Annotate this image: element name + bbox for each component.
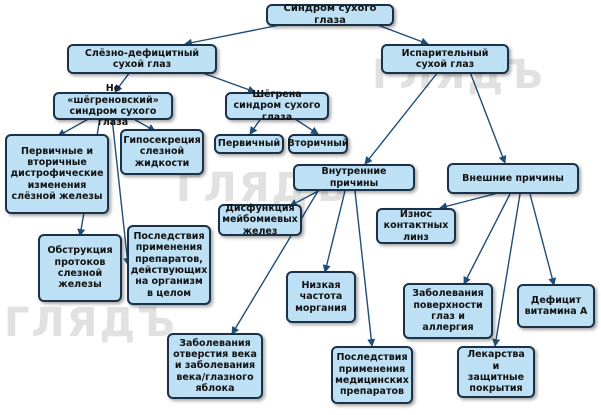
edge-external-lens — [439, 192, 499, 211]
edge-internal-meddrugs — [354, 190, 376, 347]
edge-evap-external — [469, 71, 507, 164]
node-medical-drugs: Последствия применения медицинских препа… — [331, 346, 413, 404]
node-non-sjogren: Не «шёгреновский» синдром сухого глаза — [53, 83, 173, 128]
node-surface-allergy: Заболевания поверхности глаз и аллергия — [403, 283, 493, 339]
edge-root-tear-deficient — [184, 23, 286, 47]
node-secondary: Вторичный — [287, 134, 349, 154]
node-evaporative: Испарительный сухой глаз — [381, 44, 509, 74]
node-root: Синдром сухого глаза — [266, 3, 394, 26]
node-meibomian: Дисфункция мейбомиевых желез — [218, 203, 302, 237]
node-eyelid-diseases: Заболевания отверстия века и заболевания… — [167, 333, 263, 399]
edge-nonsjogren-drugs — [111, 117, 132, 266]
node-external: Внешние причины — [447, 163, 579, 194]
edge-nonsjogren-dystrophy — [57, 116, 93, 137]
edge-tear-sjogren — [199, 71, 256, 94]
node-gland-dystrophy: Первичные и вторичные дистрофические изм… — [5, 134, 109, 214]
edge-internal-eyelid — [231, 190, 319, 335]
edge-internal-lowblink — [322, 190, 346, 273]
node-drug-effects: Последствия применения препаратов, дейст… — [127, 225, 211, 305]
edge-evap-internal — [364, 71, 439, 165]
edge-external-vitamin — [529, 193, 557, 286]
edge-internal-meibomian — [289, 188, 323, 207]
node-hyposecretion: Гипосекреция слезной жидкости — [120, 129, 204, 175]
node-duct-obstruction: Обструкция протоков слезной железы — [38, 234, 122, 302]
node-tear-deficient: Слёзно-дефицитный сухой глаз — [67, 44, 217, 74]
node-vitamin-a: Дефицит витамина А — [517, 284, 595, 328]
edge-root-evaporative — [374, 23, 429, 46]
edge-external-surface — [463, 193, 511, 285]
node-primary: Первичный — [214, 134, 284, 154]
node-low-blink: Низкая частота моргания — [286, 271, 356, 323]
node-internal: Внутренние причины — [293, 164, 415, 191]
node-drops-covers: Лекарства и защитные покрытия — [457, 346, 535, 398]
node-contact-lens: Износ контактных линз — [376, 208, 456, 244]
node-sjogren: Шёгрена синдром сухого глаза — [225, 89, 329, 123]
edge-external-drops — [492, 193, 521, 347]
edge-tear-nonsjogren — [114, 71, 131, 93]
